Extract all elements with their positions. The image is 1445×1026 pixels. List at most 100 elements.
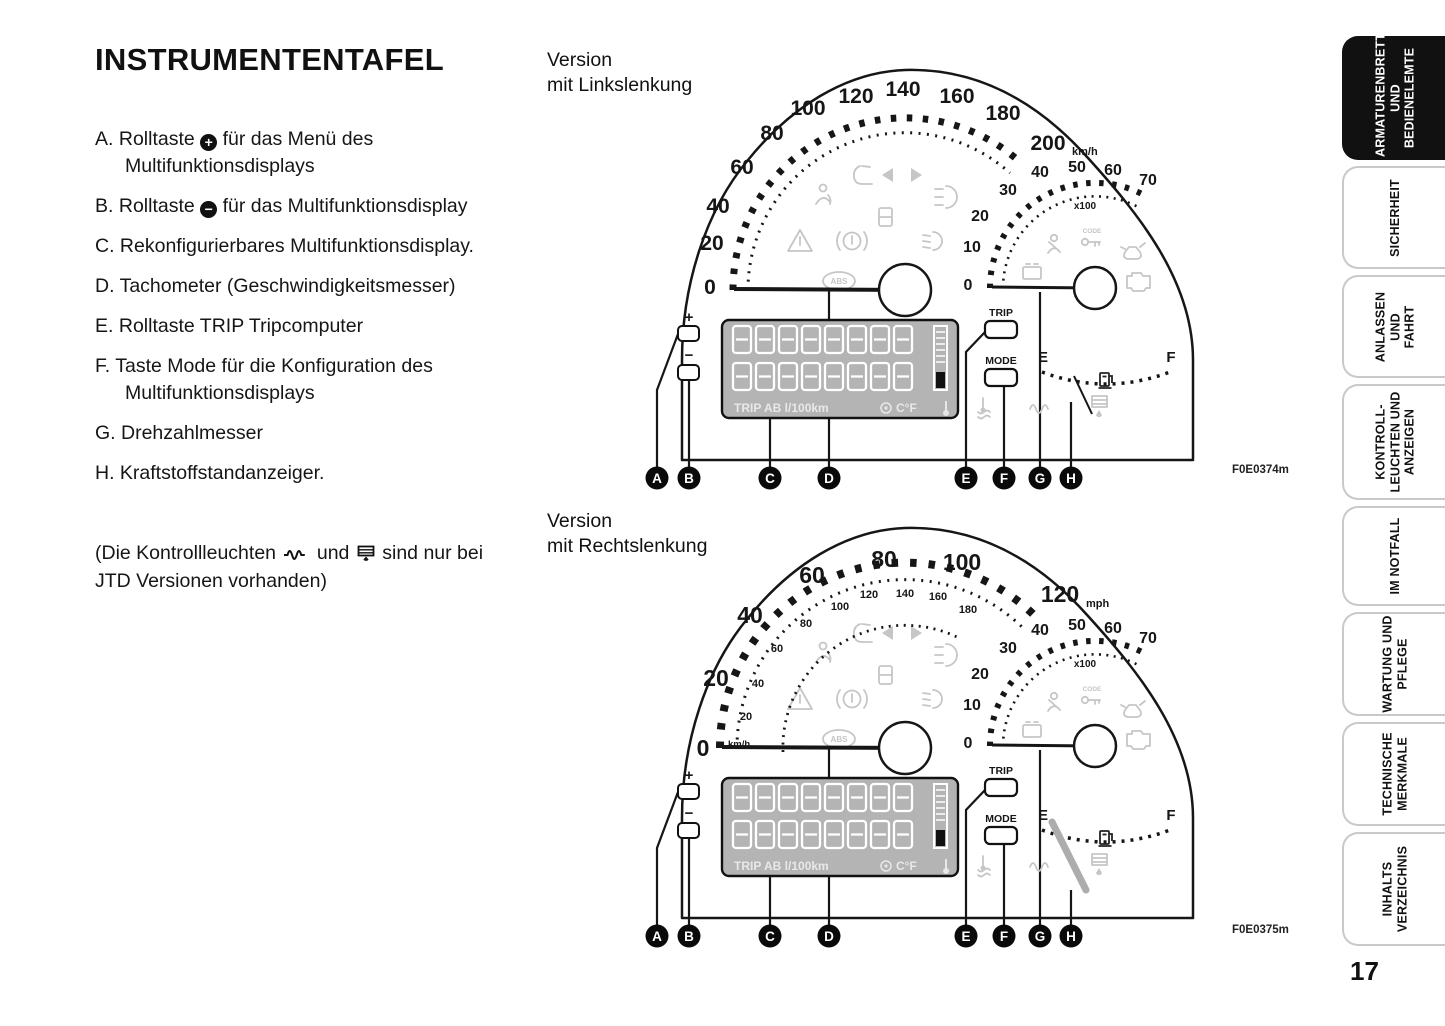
tach-label: 50 <box>1068 159 1086 176</box>
plus-button <box>677 783 700 800</box>
legend-column: INSTRUMENTENTAFEL A. Rolltaste + für das… <box>95 42 540 595</box>
tach-hub <box>1072 723 1118 769</box>
minus-sign: − <box>685 347 694 364</box>
callout-g: G <box>1035 471 1046 486</box>
jtd-note: (Die Kontrollleuchten und sind nur bei J… <box>95 542 484 592</box>
display-bargraph <box>933 783 948 849</box>
speedo-unit: km/h <box>1072 146 1098 158</box>
tach-label: 20 <box>971 208 989 225</box>
callout-f: F <box>1000 929 1008 944</box>
fuel-gauge: E F <box>1038 807 1176 894</box>
instrument-cluster-rhd: ABS CODE 0 20 40 60 80 100 120 mph 20 40… <box>645 526 1195 948</box>
tach-unit: x100 <box>1074 201 1097 212</box>
fuel-gauge: E F <box>1038 349 1176 415</box>
page-title: INSTRUMENTENTAFEL <box>95 42 444 77</box>
legend-item-h: H. Kraftstoffstandanzeiger. <box>95 462 325 484</box>
speedo-label: 120 <box>838 85 873 108</box>
legend-item-e: E. Rolltaste TRIP Tripcomputer <box>95 315 364 337</box>
speedometer: 0 20 40 60 80 100 120 mph 20 40 60 80 10… <box>697 546 1110 776</box>
instrument-cluster-lhd: ABS CODE 0 20 40 60 80 100 120 140 160 1… <box>645 68 1195 490</box>
speedo-label: 40 <box>706 195 729 218</box>
minus-sign: − <box>685 805 694 822</box>
sidebar-tab-inhaltsverzeichnis: INHALTS VERZEICHNIS <box>1342 832 1445 946</box>
speedo-label: 0 <box>697 735 710 761</box>
tachometer: 0 10 20 30 40 50 60 70 x100 <box>963 159 1157 311</box>
display-temp-units: C°F <box>896 859 917 873</box>
multifunction-display: TRIP AB l/100km C°F <box>720 776 960 878</box>
speedo-label: 20 <box>703 665 729 691</box>
figure-caption-rhd: Version mit Rechtslenkung <box>547 510 708 557</box>
speedo-hub <box>877 262 933 318</box>
abs-icon-label: ABS <box>831 277 849 286</box>
multifunction-display: TRIP AB l/100km C°F <box>720 318 960 420</box>
speedo-label: 200 <box>1030 132 1065 155</box>
callout-d: D <box>824 471 834 486</box>
trip-button-label: TRIP <box>989 765 1013 777</box>
plus-sign: + <box>685 767 694 784</box>
speedo-inner-label: 60 <box>771 643 783 655</box>
legend-item-d: D. Tachometer (Geschwindigkeitsmesser) <box>95 275 456 297</box>
legend-item-f: F. Taste Mode für die Konfiguration des … <box>95 355 433 404</box>
gear-icon <box>880 402 892 414</box>
display-bottom-text: TRIP AB l/100km <box>734 401 829 415</box>
speedo-inner-label: 140 <box>896 588 914 600</box>
legend-item-g: G. Drehzahlmesser <box>95 422 263 444</box>
tach-label: 0 <box>964 735 973 752</box>
callout-e: E <box>961 929 970 944</box>
speedo-label: 180 <box>985 102 1020 125</box>
legend-item-c: C. Rekonfigurierbares Multifunktionsdisp… <box>95 235 474 257</box>
tach-label: 10 <box>963 697 981 714</box>
sidebar-tab-kontrollleuchten: KONTROLL- LEUCHTEN UND ANZEIGEN <box>1342 384 1445 500</box>
callout-f: F <box>1000 471 1008 486</box>
fuel-empty-label: E <box>1038 349 1048 366</box>
speedo-inner-label: 100 <box>831 601 849 613</box>
callout-circles: A B C D E F G H <box>645 466 1083 490</box>
speedo-label: 140 <box>885 78 920 101</box>
tach-label: 70 <box>1139 630 1157 647</box>
tach-label: 0 <box>964 277 973 294</box>
fuel-needle <box>1073 375 1093 415</box>
legend-item-b: B. Rolltaste − für das Multifunktionsdis… <box>95 195 468 218</box>
callout-c: C <box>765 471 775 486</box>
gear-icon <box>880 860 892 872</box>
tach-label: 30 <box>999 182 1017 199</box>
code-icon-label: CODE <box>1083 228 1102 235</box>
tach-label: 60 <box>1104 620 1122 637</box>
cluster-buttons: + − TRIP MODE <box>677 307 1019 388</box>
minus-circle-icon: − <box>200 201 218 218</box>
legend-item-a: A. Rolltaste + für das Menü des Multifun… <box>95 128 374 177</box>
plus-circle-icon: + <box>200 134 218 151</box>
speedo-label: 60 <box>799 562 825 588</box>
fuel-needle <box>1048 818 1090 894</box>
speedo-label: 20 <box>700 232 723 255</box>
speedo-hub <box>877 720 933 776</box>
speedo-label: 60 <box>730 156 753 179</box>
callout-h: H <box>1066 471 1076 486</box>
speedo-inner-label: 40 <box>752 678 764 690</box>
glow-plug-icon <box>284 550 306 560</box>
speedo-inner-label: 120 <box>860 589 878 601</box>
speedo-inner-unit: km/h <box>728 739 750 750</box>
speedo-inner-label: 80 <box>800 618 812 630</box>
code-icon-label: CODE <box>1083 686 1102 693</box>
tach-label: 50 <box>1068 617 1086 634</box>
callout-g: G <box>1035 929 1046 944</box>
figure-code-rhd: F0E0375m <box>1232 924 1289 936</box>
mode-button-label: MODE <box>985 813 1017 825</box>
minus-button <box>677 364 700 381</box>
trip-button-label: TRIP <box>989 307 1013 319</box>
minus-button <box>677 822 700 839</box>
sidebar-tab-armaturenbrett: ARMATURENBRETT UND BEDIENELEMTE <box>1342 33 1445 160</box>
tach-label: 20 <box>971 666 989 683</box>
cluster-buttons: + − TRIP MODE <box>677 765 1019 846</box>
fuel-empty-label: E <box>1038 807 1048 824</box>
speedo-label: 80 <box>760 122 783 145</box>
speedo-label: 160 <box>939 85 974 108</box>
tach-label: 40 <box>1031 164 1049 181</box>
speedo-label: 80 <box>871 546 897 572</box>
speedo-needle <box>733 287 906 292</box>
speedo-inner-label: 20 <box>740 711 752 723</box>
speedo-needle <box>721 745 906 750</box>
display-bottom-text: TRIP AB l/100km <box>734 859 829 873</box>
